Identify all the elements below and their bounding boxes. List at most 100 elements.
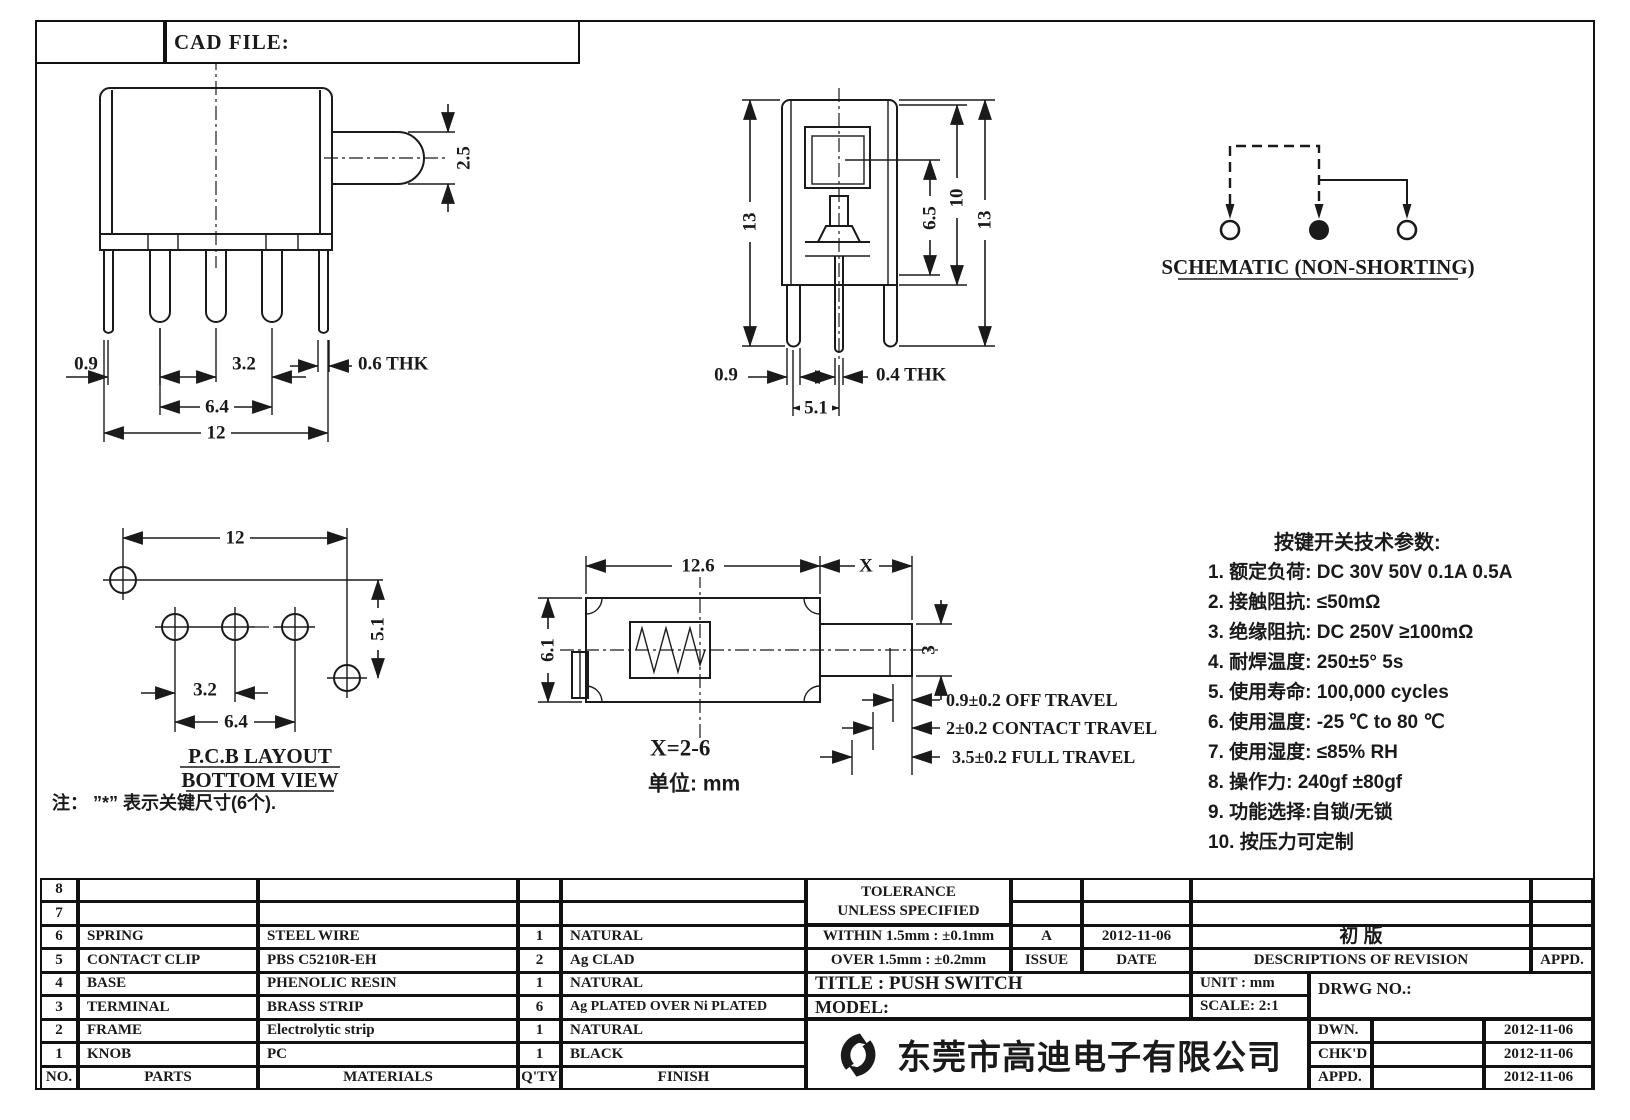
- bom-parts: KNOB: [78, 1042, 258, 1067]
- bom-qty: 1: [518, 925, 561, 949]
- chkd-sign: [1372, 1042, 1484, 1067]
- bom-finish: NATURAL: [561, 925, 806, 949]
- x-range-label: X=2-6: [650, 736, 710, 761]
- cad-file-box: CAD FILE:: [165, 20, 580, 64]
- bom-parts: CONTACT CLIP: [78, 948, 258, 973]
- tech-param-item: 6. 使用温度: -25 ℃ to 80 ℃: [1208, 712, 1445, 733]
- bom-finish: NATURAL: [561, 1019, 806, 1043]
- dim-front-total: 12: [207, 423, 226, 444]
- appd-sign: [1372, 1066, 1484, 1090]
- bom-no: 7: [40, 901, 78, 926]
- appd-header: APPD.: [1531, 948, 1593, 973]
- empty-cell: [1531, 878, 1593, 902]
- dim-front-off: 0.9: [74, 354, 98, 375]
- dim-side-h-left: 13: [740, 213, 761, 232]
- dwn-sign: [1372, 1019, 1484, 1043]
- tech-param-item: 10. 按压力可定制: [1208, 832, 1354, 853]
- revision-desc-header: DESCRIPTIONS OF REVISION: [1191, 948, 1531, 973]
- bom-parts: FRAME: [78, 1019, 258, 1043]
- dim-top-h: 6.1: [538, 638, 559, 662]
- tech-param-item: 7. 使用湿度: ≤85% RH: [1208, 742, 1398, 763]
- tech-param-item: 4. 耐焊温度: 250±5° 5s: [1208, 652, 1404, 673]
- dwn-label: DWN.: [1309, 1019, 1372, 1043]
- travel-full-label: 3.5±0.2 FULL TRAVEL: [952, 747, 1135, 767]
- top-view: 12.6 X 6.1 3 0.: [536, 555, 1157, 796]
- bom-qty: [518, 901, 561, 926]
- tolerance-line1: TOLERANCE: [861, 883, 956, 900]
- bom-header-materials: MATERIALS: [258, 1066, 518, 1090]
- dim-side-thk: 0.4 THK: [876, 365, 947, 386]
- bom-finish: Ag PLATED OVER Ni PLATED: [561, 995, 806, 1020]
- chkd-date: 2012-11-06: [1484, 1042, 1593, 1067]
- company-block: 东莞市高迪电子有限公司: [806, 1019, 1309, 1090]
- bom-qty: 2: [518, 948, 561, 973]
- bom-header-finish: FINISH: [561, 1066, 806, 1090]
- tolerance-header: TOLERANCE UNLESS SPECIFIED: [806, 878, 1011, 925]
- tech-params: 按键开关技术参数: 1. 额定负荷: DC 30V 50V 0.1A 0.5A …: [1208, 528, 1608, 858]
- empty-cell: [1531, 901, 1593, 926]
- empty-cell: [1011, 878, 1082, 902]
- travel-off-label: 0.9±0.2 OFF TRAVEL: [946, 690, 1118, 710]
- tech-param-item: 8. 操作力: 240gf ±80gf: [1208, 772, 1403, 793]
- company-logo-icon: [840, 1032, 876, 1077]
- bom-header-no: NO.: [40, 1066, 78, 1090]
- dim-side-off: 0.9: [714, 365, 738, 386]
- bom-finish: BLACK: [561, 1042, 806, 1067]
- front-view: 2.5 0.9 3.2 0.6 THK 6.4 12: [66, 56, 475, 444]
- bom-qty: 1: [518, 972, 561, 996]
- dim-pcb-h: 5.1: [368, 617, 389, 641]
- tech-param-item: 3. 绝缘阻抗: DC 250V ≥100mΩ: [1208, 622, 1474, 643]
- bom-no: 8: [40, 878, 78, 902]
- dim-pcb-p1: 3.2: [193, 680, 217, 701]
- scale-field: SCALE: 2:1: [1191, 995, 1309, 1019]
- empty-cell: [1082, 878, 1191, 902]
- unit-field: UNIT : mm: [1191, 972, 1309, 996]
- dim-front-thk: 0.6 THK: [358, 354, 429, 375]
- bom-no: 6: [40, 925, 78, 949]
- bom-materials: PC: [258, 1042, 518, 1067]
- bom-no: 1: [40, 1042, 78, 1067]
- projection-box: [35, 20, 165, 64]
- bom-materials: PBS C5210R-EH: [258, 948, 518, 973]
- bom-no: 3: [40, 995, 78, 1020]
- chkd-label: CHK'D: [1309, 1042, 1372, 1067]
- pcb-layout-view: 12 5.1 3.2 6.4 P.C.B LAYOUT BOTTOM VIEW: [103, 527, 390, 792]
- bom-finish: NATURAL: [561, 972, 806, 996]
- company-name: 东莞市高迪电子有限公司: [897, 1039, 1282, 1077]
- dim-side-h-right: 13: [975, 211, 996, 230]
- dim-front-knob: 2.5: [454, 146, 475, 170]
- bom-materials: BRASS STRIP: [258, 995, 518, 1020]
- issue-value: A: [1011, 925, 1082, 949]
- dim-front-span: 6.4: [205, 397, 229, 418]
- empty-cell: [1011, 901, 1082, 926]
- bom-no: 4: [40, 972, 78, 996]
- dim-top-x: X: [859, 556, 873, 577]
- dim-side-h10: 10: [947, 189, 968, 208]
- empty-cell: [1191, 878, 1531, 902]
- date-header: DATE: [1082, 948, 1191, 973]
- dim-pcb-p2: 6.4: [224, 712, 248, 733]
- tolerance-line2: UNLESS SPECIFIED: [837, 902, 980, 919]
- bom-qty: 1: [518, 1019, 561, 1043]
- dim-top-knob: 3: [919, 645, 940, 655]
- bom-parts: SPRING: [78, 925, 258, 949]
- bom-qty: 1: [518, 1042, 561, 1067]
- drwg-no-field: DRWG NO.:: [1309, 972, 1593, 1019]
- dim-pcb-w: 12: [226, 528, 245, 549]
- schematic-label: SCHEMATIC (NON-SHORTING): [1161, 255, 1474, 279]
- bom-qty: 6: [518, 995, 561, 1020]
- issue-header: ISSUE: [1011, 948, 1082, 973]
- bom-parts: BASE: [78, 972, 258, 996]
- terminal-left: [1219, 219, 1241, 241]
- tech-params-title: 按键开关技术参数:: [1274, 532, 1441, 554]
- unit-label: 单位: mm: [648, 772, 740, 796]
- bom-finish: Ag CLAD: [561, 948, 806, 973]
- schematic-view: SCHEMATIC (NON-SHORTING): [1161, 144, 1475, 280]
- bom-materials: PHENOLIC RESIN: [258, 972, 518, 996]
- tech-param-item: 1. 额定负荷: DC 30V 50V 0.1A 0.5A: [1208, 562, 1513, 583]
- empty-cell: [1082, 901, 1191, 926]
- pcb-title: P.C.B LAYOUT: [188, 744, 332, 768]
- travel-contact-label: 2±0.2 CONTACT TRAVEL: [946, 718, 1157, 738]
